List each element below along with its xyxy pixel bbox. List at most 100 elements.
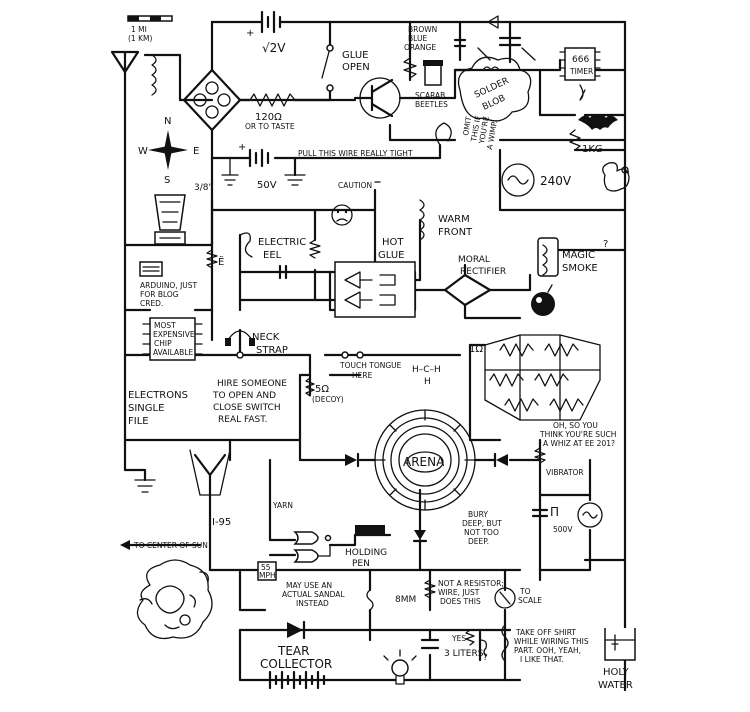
or-to-taste-label: OR TO TASTE: [245, 122, 295, 131]
svg-text:CHIP: CHIP: [154, 339, 172, 348]
bomb-icon: [531, 284, 555, 316]
svg-text:TO: TO: [519, 587, 531, 596]
bottom-battery-row: [268, 670, 326, 690]
yarn-label: YARN: [272, 501, 293, 510]
svg-text:WARM: WARM: [438, 214, 470, 225]
svg-text:MORAL: MORAL: [458, 255, 490, 265]
sandal-note: MAY USE AN ACTUAL SANDAL INSTEAD: [282, 581, 374, 611]
tear-collector: TEAR COLLECTOR: [260, 620, 332, 671]
svg-text:CLOSE SWITCH: CLOSE SWITCH: [213, 403, 281, 413]
svg-text:HOT: HOT: [382, 237, 404, 248]
hire-someone-switch: HIRE SOMEONE TO OPEN AND CLOSE SWITCH RE…: [212, 351, 287, 425]
resistor-5-ohm-decoy: 5Ω (DECOY): [305, 377, 344, 404]
svg-text:A WHIZ AT EE 201?: A WHIZ AT EE 201?: [543, 439, 615, 448]
svg-text:+: +: [246, 28, 254, 39]
svg-text:EXPENSIVE: EXPENSIVE: [153, 330, 195, 339]
scarab-beetles-jar-icon: SCARAB BEETLES: [415, 60, 448, 109]
svg-text:MAY USE AN: MAY USE AN: [286, 581, 332, 590]
ac-source-240v: 240V: [501, 163, 572, 197]
svg-text:MPH: MPH: [259, 571, 276, 580]
svg-text:TOUCH TONGUE: TOUCH TONGUE: [339, 361, 402, 370]
svg-text:TO CENTER OF SUN: TO CENTER OF SUN: [133, 541, 208, 550]
svg-text:PART. OOH, YEAH,: PART. OOH, YEAH,: [514, 646, 581, 655]
svg-text:3 LITERS: 3 LITERS: [444, 649, 484, 659]
svg-text:OH, SO YOU: OH, SO YOU: [553, 421, 598, 430]
svg-text:MAGIC: MAGIC: [562, 250, 595, 261]
svg-text:HOLY: HOLY: [603, 667, 630, 678]
svg-text:ARENA: ARENA: [403, 455, 445, 469]
svg-text:?: ?: [483, 653, 488, 663]
arena-maze: ARENA: [374, 409, 476, 511]
svg-text:S: S: [164, 175, 170, 186]
glue-switch-icon: GLUE OPEN: [321, 44, 370, 92]
battery-50v-icon: + 50V PULL THIS WIRE REALLY TIGHT: [221, 142, 413, 191]
warm-front-coil: WARM FRONT: [419, 199, 473, 241]
bury-deep-diode: BURY DEEP, BUT NOT TOO DEEP.: [412, 510, 502, 546]
svg-text:STRAP: STRAP: [256, 345, 288, 356]
svg-text:BLUE: BLUE: [408, 34, 427, 43]
svg-text:666: 666: [572, 55, 589, 65]
svg-text:DEEP.: DEEP.: [468, 537, 489, 546]
svg-text:I-95: I-95: [212, 517, 231, 528]
svg-text:55: 55: [261, 563, 271, 572]
svg-text:FOR BLOG: FOR BLOG: [140, 290, 179, 299]
svg-text:H–C–H: H–C–H: [412, 365, 441, 375]
logic-gates: HOLDING PEN: [293, 525, 387, 569]
svg-text:FILE: FILE: [128, 416, 149, 427]
battery-sqrt2-label: √2V: [262, 41, 286, 55]
diode-bridge-icon: [182, 68, 242, 132]
svg-text:SMOKE: SMOKE: [562, 263, 598, 274]
svg-text:WATER: WATER: [598, 680, 633, 691]
magic-smoke-jar: MAGIC SMOKE ?: [537, 237, 608, 277]
svg-text:CRED.: CRED.: [140, 299, 163, 308]
vibrator-resistor: VIBRATOR: [534, 447, 584, 477]
three-liter-capacitor: YES 3 LITERS ?: [420, 629, 488, 663]
svg-text:I LIKE THAT.: I LIKE THAT.: [520, 655, 564, 664]
capacitor-small-icon: [278, 264, 288, 280]
bat-icon: [578, 114, 618, 130]
caution-label: CAUTION: [338, 181, 372, 190]
svg-text:500V: 500V: [553, 525, 573, 534]
scale-top-label: 1 mi: [131, 25, 147, 34]
timer-666-chip: 666 TIMER: [559, 47, 601, 101]
svg-text:AVAILABLE: AVAILABLE: [153, 348, 193, 357]
svg-text:π: π: [550, 505, 559, 519]
squirrel-icon: [602, 162, 630, 192]
svg-text:?: ?: [603, 239, 608, 250]
svg-text:YES: YES: [451, 634, 466, 643]
svg-text:PULL THIS WIRE REALLY TIGHT: PULL THIS WIRE REALLY TIGHT: [298, 149, 413, 158]
svg-text:DEEP, BUT: DEEP, BUT: [462, 519, 502, 528]
svg-text:TIMER: TIMER: [569, 67, 593, 76]
svg-text:NECK: NECK: [252, 332, 280, 343]
svg-text:SINGLE: SINGLE: [128, 403, 164, 414]
svg-text:PEN: PEN: [352, 559, 370, 569]
ground-symbol: [134, 479, 156, 493]
svg-text:50V: 50V: [257, 180, 277, 191]
svg-text:ORANGE: ORANGE: [404, 43, 436, 52]
svg-text:RECTIFIER: RECTIFIER: [460, 267, 506, 277]
svg-text:GLUE: GLUE: [378, 250, 404, 261]
svg-text:COLLECTOR: COLLECTOR: [260, 657, 332, 671]
resistor-120-icon: 120Ω OR TO TASTE: [245, 93, 296, 131]
solder-blob-cloud: SOLDER BLOB: [457, 56, 532, 122]
glue-open-line2: OPEN: [342, 62, 370, 73]
neck-strap-icon: NECK STRAP: [225, 330, 288, 356]
svg-text:TAKE OFF SHIRT: TAKE OFF SHIRT: [515, 628, 576, 637]
svg-text:BURY: BURY: [468, 510, 488, 519]
svg-text:SOLDER: SOLDER: [473, 76, 510, 101]
svg-text:INSTEAD: INSTEAD: [296, 599, 329, 608]
moral-rectifier-bridge: MORAL RECTIFIER: [443, 255, 506, 307]
most-expensive-chip: MOST EXPENSIVE CHIP AVAILABLE: [142, 317, 203, 361]
three-eighths-label: 3/8": [194, 183, 213, 193]
svg-text:ë: ë: [218, 255, 224, 268]
highway-i95: I-95: [189, 449, 231, 528]
glue-open-line1: GLUE: [342, 50, 368, 61]
svg-text:HIRE SOMEONE: HIRE SOMEONE: [217, 379, 287, 389]
svg-text:BEETLES: BEETLES: [415, 100, 448, 109]
svg-text:MOST: MOST: [154, 321, 176, 330]
to-scale-motor: TO SCALE: [494, 587, 542, 609]
svg-text:TO OPEN AND: TO OPEN AND: [212, 391, 276, 401]
svg-text:1Ω: 1Ω: [469, 344, 483, 355]
electric-eel-icon: ELECTRIC EEL: [239, 232, 306, 261]
